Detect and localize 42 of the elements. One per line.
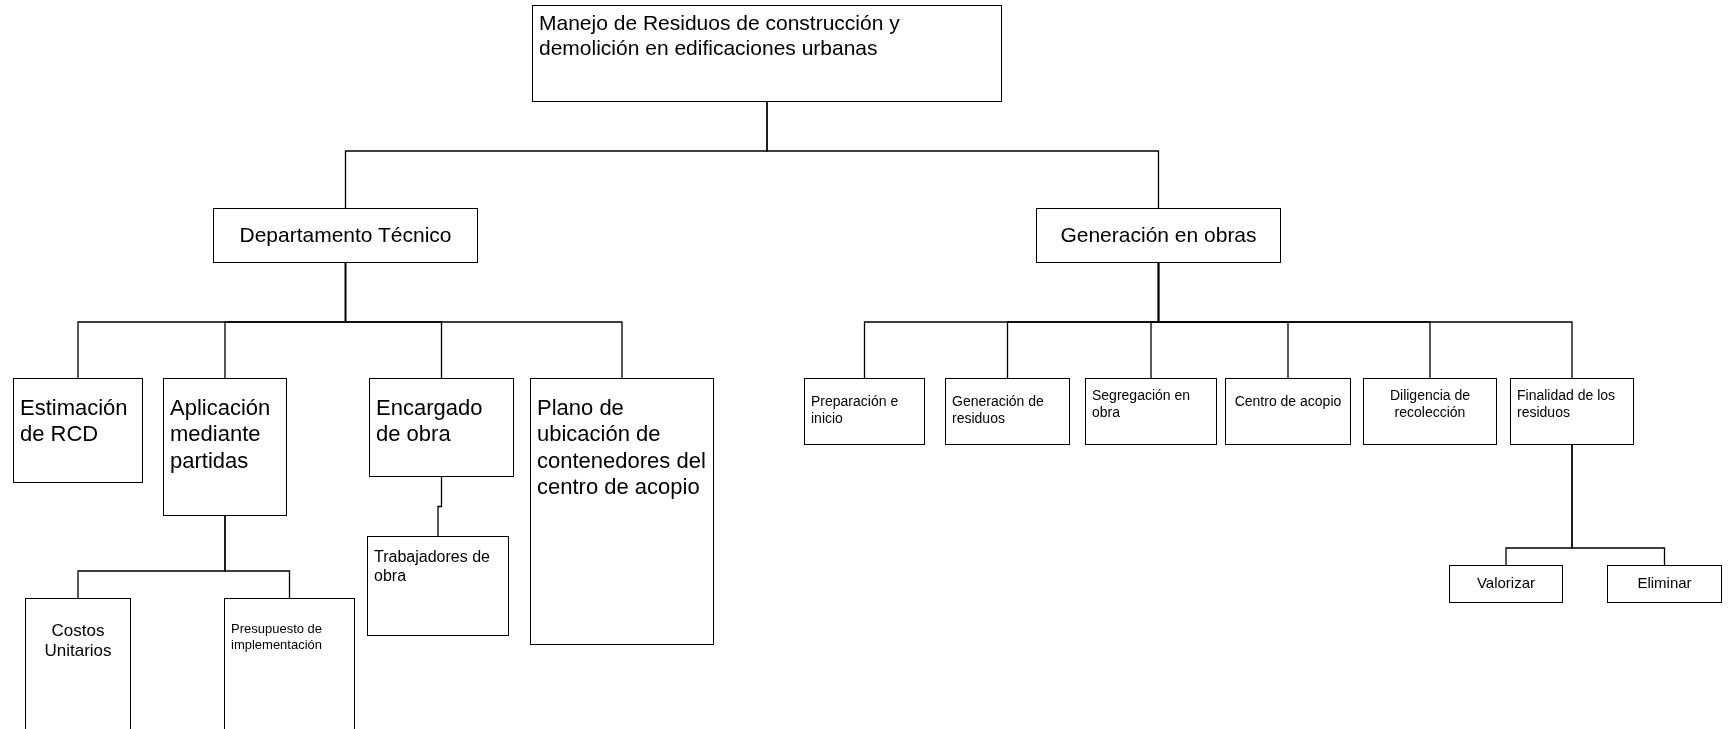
text-box [1225, 378, 1351, 445]
node-label: Estimación de RCD [20, 395, 129, 448]
node-label: Departamento Técnico [238, 222, 453, 248]
node-label: Generación de residuos [952, 393, 1045, 427]
text-box [804, 378, 925, 445]
node-label: Diligencia de recolección [1388, 387, 1472, 421]
connector-line [1571, 444, 1666, 566]
text-box [945, 378, 1070, 445]
node-label: Segregación en obra [1092, 387, 1192, 421]
connector-line [224, 515, 291, 599]
text-box [369, 378, 514, 477]
text-box [1085, 378, 1217, 445]
text-box [224, 598, 355, 729]
text-box [1510, 378, 1634, 445]
text-box [13, 378, 143, 483]
node-label: Presupuesto de implementación [231, 621, 324, 653]
node-label: Preparación e inicio [811, 393, 900, 427]
text-box [1607, 565, 1722, 603]
node-label: Costos Unitarios [43, 621, 113, 662]
node-label: Encargado de obra [376, 395, 484, 448]
text-box [213, 208, 478, 263]
connector-line [766, 101, 1160, 209]
text-box [367, 536, 509, 636]
connector-line [344, 262, 623, 379]
node-label: Valorizar [1475, 574, 1537, 592]
text-box [1036, 208, 1281, 263]
text-box [532, 5, 1002, 102]
node-label: Trabajadores de obra [374, 547, 491, 586]
connector-line [1157, 262, 1573, 379]
node-label: Finalidad de los residuos [1517, 387, 1617, 421]
text-box [530, 378, 714, 645]
node-label: Manejo de Residuos de construcción y demolición en edificaciones urbanas [539, 10, 901, 61]
text-box [1363, 378, 1497, 445]
text-box [25, 598, 131, 729]
text-box [1449, 565, 1563, 603]
node-label: Centro de acopio [1233, 393, 1343, 410]
text-box [163, 378, 287, 516]
connector-line [437, 476, 443, 537]
node-label: Aplicación mediante partidas [170, 395, 272, 475]
node-label: Generación en obras [1059, 222, 1258, 248]
node-label: Plano de ubicación de contenedores del centro de acopio [537, 395, 707, 501]
node-label: Eliminar [1636, 574, 1693, 592]
